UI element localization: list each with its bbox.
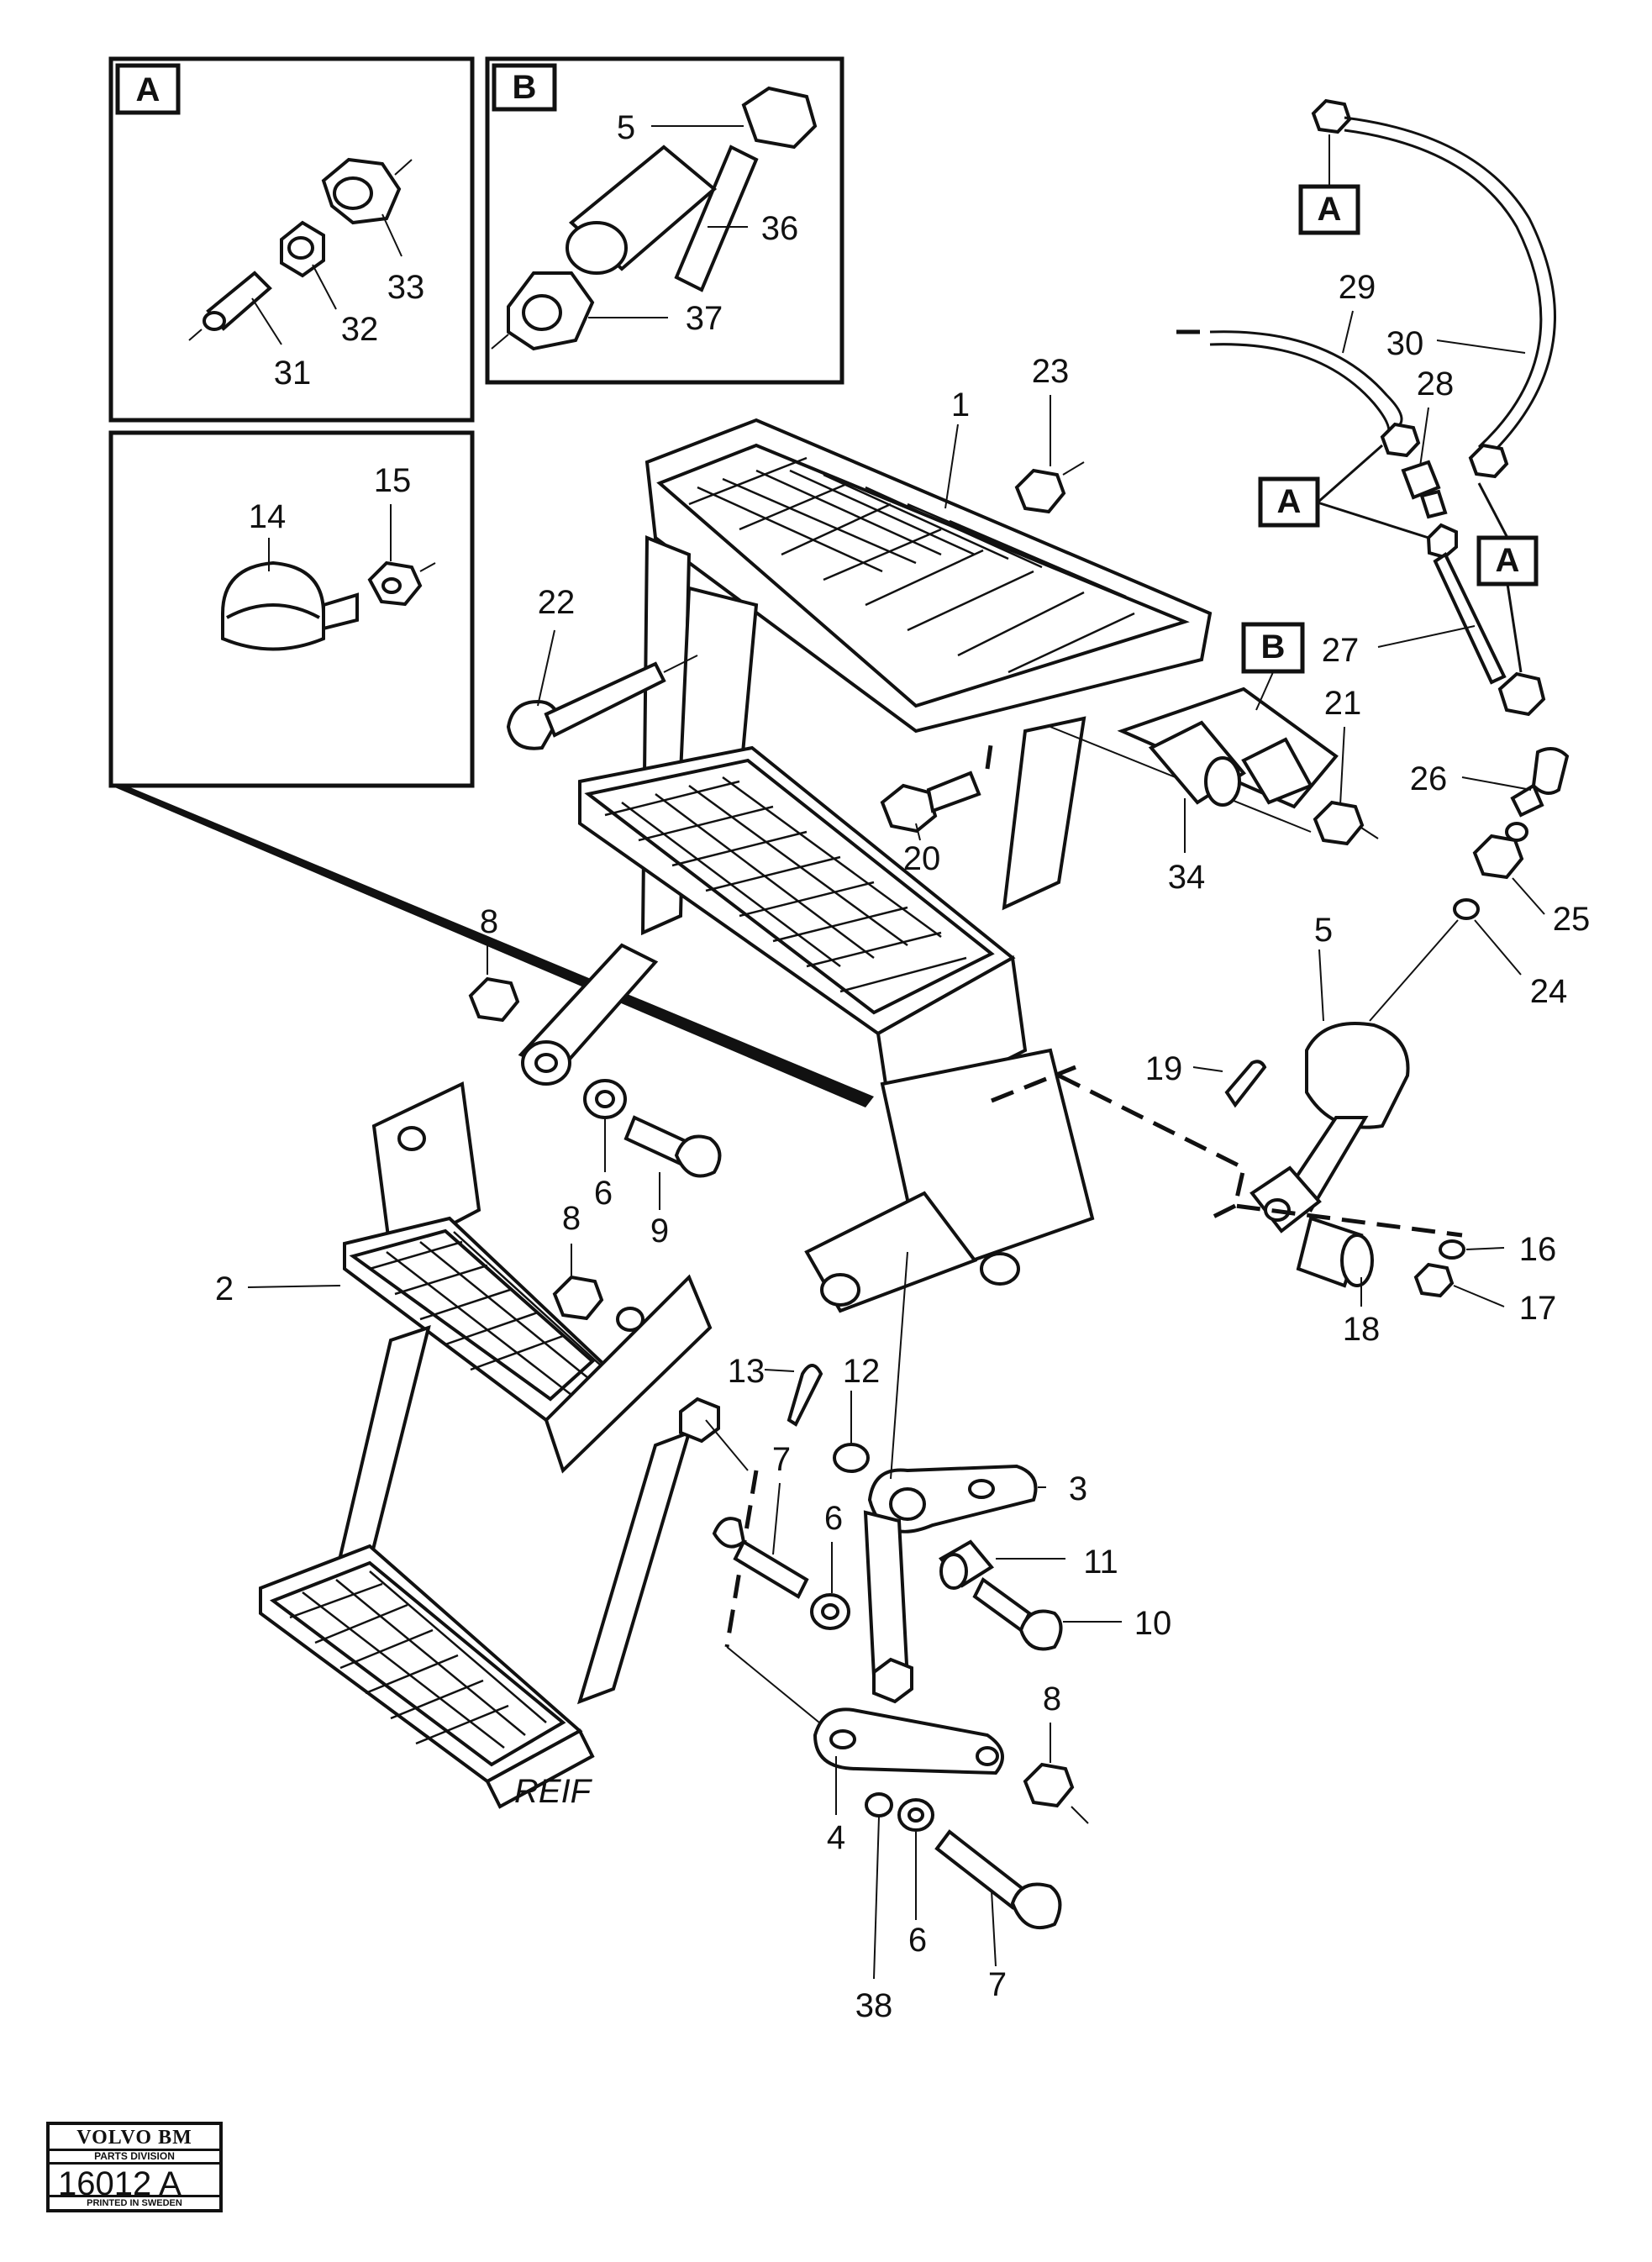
bolt-20: 20 — [880, 739, 994, 877]
callout-1: 1 — [951, 387, 970, 423]
callout-3: 3 — [1069, 1470, 1087, 1507]
callout-38: 38 — [855, 1987, 893, 2024]
inset-a-tag: A — [136, 71, 160, 108]
lower-step-assembly: REIF 2 8 — [215, 1081, 713, 1810]
callout-9: 9 — [650, 1213, 669, 1249]
inset-b-spacer: B 5 36 37 — [485, 56, 844, 385]
callout-8-upper: 8 — [480, 903, 498, 940]
callout-29: 29 — [1339, 269, 1376, 306]
callout-21: 21 — [1324, 685, 1362, 722]
callout-18: 18 — [1343, 1311, 1381, 1348]
bolt-22: 22 — [506, 584, 698, 750]
nut-23: 23 — [1014, 353, 1085, 514]
logo-brand: VOLVO BM — [50, 2127, 219, 2151]
cylinder-assembly: 5 19 18 16 17 — [991, 912, 1557, 1348]
callout-7-upper: 7 — [772, 1441, 791, 1478]
hose-a-left-tag: A — [1277, 483, 1302, 520]
callout-7-lower: 7 — [988, 1966, 1007, 2003]
callout-15: 15 — [374, 462, 412, 499]
callout-32: 32 — [341, 311, 379, 348]
callout-14: 14 — [249, 498, 287, 535]
callout-6-middle: 6 — [824, 1500, 843, 1537]
callout-20: 20 — [903, 840, 941, 877]
callout-36: 36 — [761, 210, 799, 247]
callout-34: 34 — [1168, 859, 1206, 896]
step-b-tube: B 34 21 — [1050, 622, 1379, 896]
volvo-bm-logo-box: VOLVO BM PARTS DIVISION 16012 A PRINTED … — [46, 2122, 223, 2212]
callout-28: 28 — [1417, 366, 1455, 402]
hose-a-right-tag: A — [1496, 542, 1520, 579]
callout-13: 13 — [728, 1353, 765, 1390]
logo-division: PARTS DIVISION — [50, 2150, 219, 2165]
callout-2: 2 — [215, 1270, 234, 1307]
logo-printed-note: PRINTED IN SWEDEN — [50, 2195, 219, 2209]
callout-8-lower: 8 — [1043, 1681, 1061, 1718]
inset-b-tag: B — [513, 69, 537, 106]
callout-12: 12 — [843, 1353, 881, 1390]
callout-30: 30 — [1386, 325, 1424, 362]
callout-19: 19 — [1145, 1050, 1183, 1087]
callout-22: 22 — [538, 584, 576, 621]
callout-6-left: 6 — [594, 1175, 613, 1212]
bushings-left: 8 6 9 — [468, 903, 722, 1249]
callout-23: 23 — [1032, 353, 1070, 390]
inset-pointer-wedge — [111, 786, 874, 1107]
callout-31: 31 — [274, 355, 312, 392]
callout-33: 33 — [387, 269, 425, 306]
callout-11: 11 — [1083, 1544, 1118, 1581]
hose-a-top-tag: A — [1318, 191, 1342, 228]
step-b-tag: B — [1261, 629, 1286, 665]
inset-bumper: 14 15 — [108, 430, 475, 788]
callout-25: 25 — [1553, 901, 1591, 938]
inset-a-bushing: A 33 32 31 — [108, 56, 475, 423]
callout-17: 17 — [1519, 1290, 1557, 1327]
callout-16: 16 — [1519, 1231, 1557, 1268]
callout-8-middle: 8 — [562, 1200, 581, 1237]
callout-6-lower: 6 — [908, 1922, 927, 1959]
linkage-assembly: 13 12 3 11 10 7 6 — [679, 1251, 1172, 2024]
hose-assembly: A 30 29 28 A A 27 26 — [1176, 98, 1591, 1022]
callout-24: 24 — [1530, 973, 1568, 1010]
callout-37: 37 — [686, 300, 723, 337]
callout-4: 4 — [827, 1819, 845, 1856]
callout-10: 10 — [1134, 1605, 1172, 1642]
callout-5: 5 — [1314, 912, 1333, 949]
callout-27: 27 — [1322, 632, 1360, 669]
upper-step-assembly: 1 — [518, 387, 1213, 1313]
artist-signature: REIF — [514, 1773, 593, 1810]
callout-5-inset: 5 — [617, 109, 635, 146]
callout-26: 26 — [1410, 760, 1448, 797]
